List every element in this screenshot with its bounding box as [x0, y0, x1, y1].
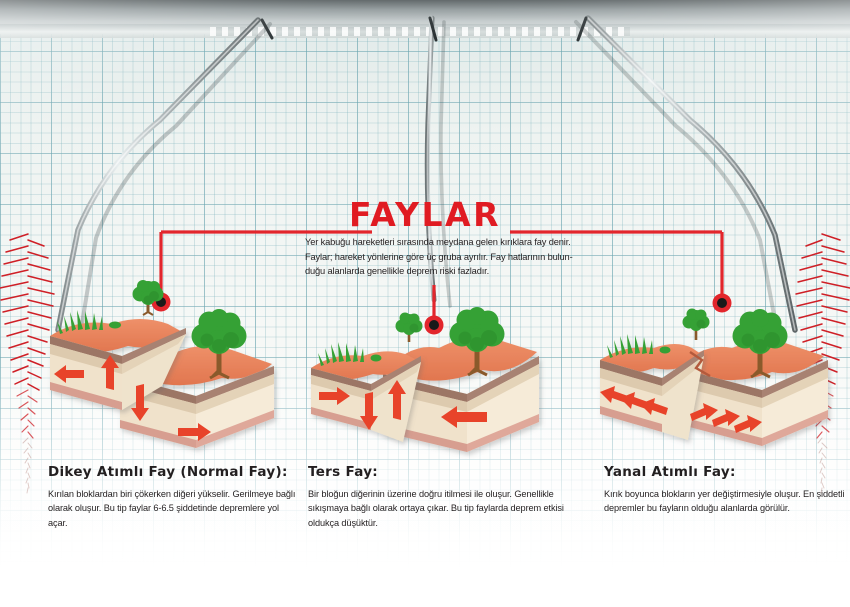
caption-strike-slip-fault: Yanal Atımlı Fay: Kırık boyunca blokları…: [604, 464, 848, 516]
caption-body-normal-fault: Kırılan bloklardan biri çökerken diğeri …: [48, 489, 296, 528]
strike-slip-fault-diagram: [600, 308, 828, 446]
tree-small: [682, 308, 710, 340]
caption-normal-fault: Dikey Atımlı Fay (Normal Fay): Kırılan b…: [48, 464, 298, 530]
caption-body-strike-slip-fault: Kırık boyunca blokların yer değiştirmesi…: [604, 489, 845, 514]
intro-paragraph: Yer kabuğu hareketleri sırasında meydana…: [305, 235, 580, 279]
strike-slip-left-block: [600, 334, 704, 440]
intro-line-2: Faylar; hareket yönlerine göre üç gruba …: [305, 251, 573, 262]
intro-line-1: Yer kabuğu hareketleri sırasında meydana…: [305, 237, 571, 247]
tree-small: [395, 312, 423, 342]
caption-body-reverse-fault: Bir bloğun diğerinin üzerine doğru itilm…: [308, 489, 564, 528]
caption-heading-strike-slip-fault: Yanal Atımlı Fay:: [604, 464, 736, 480]
reverse-fault-diagram: [311, 307, 539, 452]
caption-heading-reverse-fault: Ters Fay:: [308, 464, 378, 480]
shrub: [370, 354, 382, 362]
shrub: [109, 321, 121, 329]
tree-small: [132, 280, 164, 316]
normal-fault-diagram: [50, 280, 274, 448]
shrub: [659, 346, 671, 354]
caption-reverse-fault: Ters Fay: Bir bloğun diğerinin üzerine d…: [308, 464, 564, 530]
caption-heading-normal-fault: Dikey Atımlı Fay (Normal Fay):: [48, 464, 288, 480]
intro-line-3: duğu alanlarda genellikle deprem riski f…: [305, 266, 490, 277]
